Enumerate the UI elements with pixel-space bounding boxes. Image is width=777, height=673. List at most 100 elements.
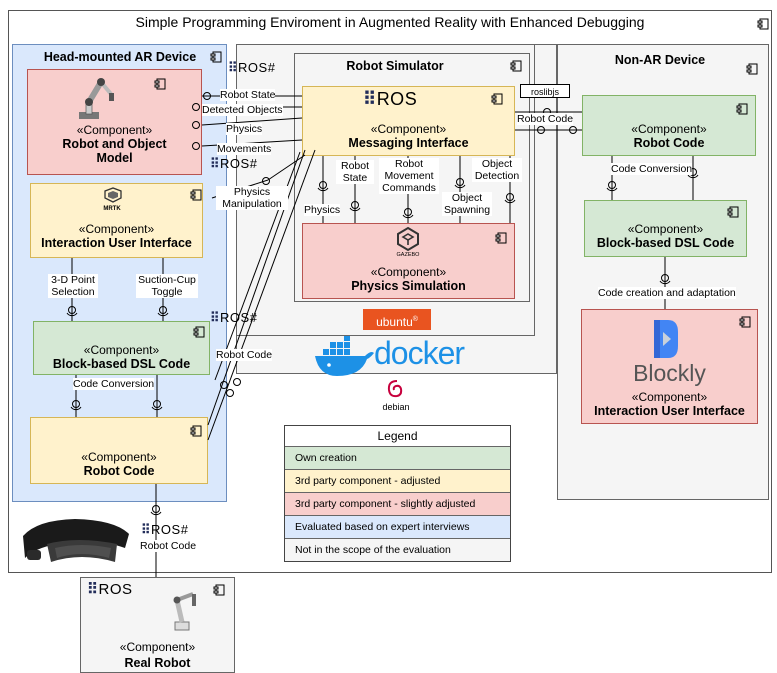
- legend-row: 3rd party component - adjusted: [285, 469, 510, 492]
- ubuntu-text: ubuntu: [376, 315, 413, 329]
- component-icon: [727, 206, 739, 218]
- dsl-box-nonar: [584, 200, 747, 257]
- port-label: Robot Code: [140, 540, 197, 552]
- roslibjs-label: roslibjs: [520, 84, 570, 98]
- component-icon: [491, 93, 503, 105]
- legend-row: 3rd party component - slightly adjusted: [285, 492, 510, 515]
- mrtk-text: MRTK: [103, 206, 121, 212]
- dsl-name-nonar: Block-based DSL Code: [596, 236, 735, 250]
- physics-simulation-name: Physics Simulation: [351, 279, 466, 293]
- interaction-ui-name: Interaction User Interface: [41, 236, 192, 250]
- link-label: Physics Manipulation: [216, 186, 288, 210]
- blockly-ui-name: Interaction User Interface: [594, 404, 745, 418]
- mrtk-logo-icon: [104, 187, 122, 203]
- messaging-interface-name: Messaging Interface: [348, 136, 469, 150]
- port-label: Code creation and adaptation: [598, 287, 736, 299]
- component-stereotype: «Component»: [83, 343, 160, 357]
- component-stereotype: «Component»: [81, 450, 157, 464]
- debian-swirl-icon: [387, 380, 403, 398]
- ros-logo: ⠿ROS: [363, 89, 418, 109]
- component-stereotype: «Component»: [370, 122, 447, 136]
- gazebo-text: GAZEBO: [396, 252, 420, 258]
- legend-title: Legend: [377, 429, 418, 443]
- legend-row: Own creation: [285, 446, 510, 469]
- port-label: 3-D Point Selection: [48, 274, 98, 298]
- link-label: Movements: [217, 143, 272, 155]
- component-icon: [495, 232, 507, 244]
- component-stereotype: «Component»: [631, 390, 708, 404]
- component-stereotype: «Component»: [76, 123, 153, 137]
- ros-sharp-text: ROS#: [220, 156, 258, 171]
- debian-text: debian: [382, 402, 410, 412]
- physics-simulation-box: [302, 223, 515, 299]
- component-icon: [210, 51, 222, 63]
- ar-device-label: Head-mounted AR Device: [43, 50, 197, 64]
- port-label: Physics: [304, 204, 341, 216]
- component-stereotype: «Component»: [631, 122, 707, 136]
- ros-sharp-marker: ⠿ROS#: [141, 522, 189, 537]
- ros-logo: ⠿ROS: [87, 581, 133, 598]
- real-robot-arm-icon: [173, 592, 196, 631]
- component-icon: [190, 425, 202, 437]
- blockly-logo-icon: [654, 320, 678, 358]
- dsl-name-ar: Block-based DSL Code: [52, 357, 191, 371]
- robot-arm-icon: [79, 78, 114, 119]
- ubuntu-badge: ubuntu®: [363, 309, 431, 330]
- ros-sharp-marker: ⠿ROS#: [210, 310, 258, 325]
- legend-row: Evaluated based on expert interviews: [285, 515, 510, 538]
- simulator-label: Robot Simulator: [346, 59, 444, 73]
- component-icon: [739, 316, 751, 328]
- non-ar-label: Non-AR Device: [614, 53, 706, 67]
- port-label: Code Conversion: [611, 163, 693, 175]
- link-label: Robot Code: [216, 349, 273, 361]
- component-stereotype: «Component»: [78, 222, 155, 236]
- robot-object-model-name: Robot and Object Model: [62, 137, 167, 165]
- ros-logo-text: ROS: [376, 89, 418, 109]
- robot-code-name-ar: Robot Code: [83, 464, 155, 478]
- link-label: Physics: [226, 123, 263, 135]
- port-label: Suction-Cup Toggle: [136, 274, 198, 298]
- link-label: Detected Objects: [202, 104, 283, 116]
- docker-whale-icon: [315, 336, 374, 376]
- component-icon: [190, 189, 202, 201]
- component-stereotype: «Component»: [119, 640, 196, 654]
- outer-frame: [8, 10, 772, 573]
- robot-code-box-nonar: [582, 95, 756, 156]
- component-icon: [736, 103, 748, 115]
- robot-code-name-nonar: Robot Code: [633, 136, 705, 150]
- robot-code-box-ar: [30, 417, 208, 484]
- legend-row: Not in the scope of the evaluation: [285, 538, 510, 561]
- component-stereotype: «Component»: [370, 265, 447, 279]
- dsl-box-ar: [33, 321, 210, 375]
- diagram-title: Simple Programming Enviroment in Augment…: [135, 14, 645, 30]
- ros-sharp-marker: ⠿ROS#: [228, 60, 276, 75]
- port-label: Robot Movement Commands: [379, 158, 439, 194]
- ros-sharp-text: ROS#: [238, 60, 276, 75]
- blockly-text: Blockly: [633, 360, 706, 386]
- gazebo-logo-icon: [397, 226, 419, 252]
- messaging-interface-box: [302, 86, 515, 156]
- ros-sharp-text: ROS#: [220, 310, 258, 325]
- ros-logo-text: ROS: [98, 581, 133, 598]
- real-robot-name: Real Robot: [124, 656, 191, 670]
- component-icon: [213, 584, 225, 596]
- docker-text: docker: [374, 335, 465, 371]
- port-label: Code Conversion: [73, 378, 155, 390]
- port-label: Robot State: [336, 160, 374, 184]
- link-label: Robot State: [220, 89, 276, 101]
- port-label: Object Spawning: [442, 192, 492, 216]
- ros-sharp-text: ROS#: [151, 522, 189, 537]
- component-icon: [193, 326, 205, 338]
- component-icon: [757, 18, 769, 30]
- component-stereotype: «Component»: [627, 222, 704, 236]
- hololens-headset-icon: [23, 519, 129, 562]
- component-icon: [746, 63, 758, 75]
- component-icon: [510, 60, 522, 72]
- link-label: Robot Code: [517, 113, 574, 125]
- component-icon: [154, 78, 166, 90]
- port-label: Object Detection: [472, 158, 522, 182]
- robot-object-model-box: [27, 69, 202, 175]
